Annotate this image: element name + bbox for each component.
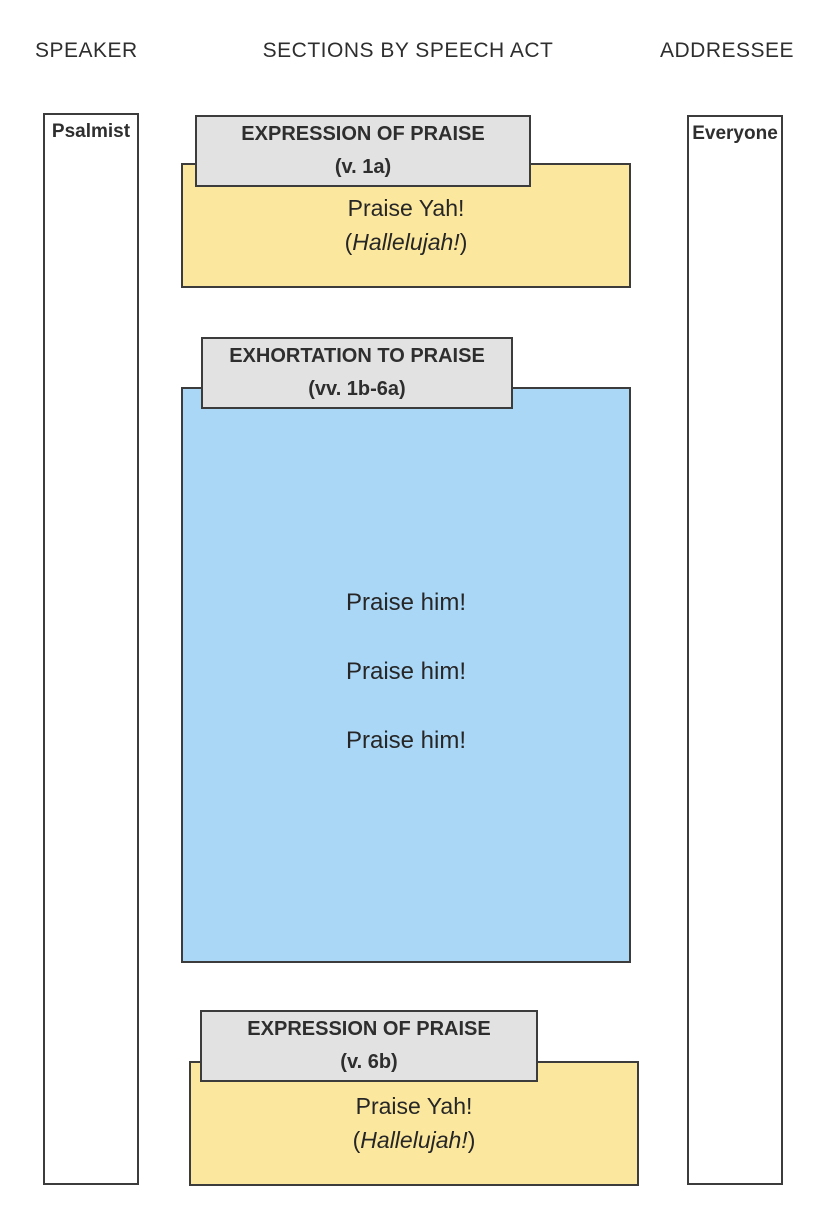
hallelujah-line: (Hallelujah!)	[352, 1127, 476, 1153]
section-title-expression-of-praise-1a: EXPRESSION OF PRAISE (v. 1a)	[195, 115, 531, 187]
sections-header: SECTIONS BY SPEECH ACT	[262, 39, 554, 62]
section-title-verse: (vv. 1b-6a)	[308, 378, 406, 400]
speaker-column-label: Psalmist	[51, 121, 131, 142]
praise-him-line: Praise him!	[345, 658, 467, 685]
addressee-column: Everyone	[687, 115, 783, 1185]
section-title-line: EXHORTATION TO PRAISE	[229, 345, 485, 367]
praise-him-line: Praise him!	[345, 589, 467, 616]
praise-him-stack: Praise him! Praise him! Praise him!	[183, 590, 629, 753]
speaker-header: SPEAKER	[35, 39, 138, 62]
section-title-exhortation-to-praise: EXHORTATION TO PRAISE (vv. 1b-6a)	[201, 337, 513, 409]
section-title-expression-of-praise-6b: EXPRESSION OF PRAISE (v. 6b)	[200, 1010, 538, 1082]
section-body-exhortation-to-praise: Praise him! Praise him! Praise him!	[181, 387, 631, 963]
section-title-line: EXPRESSION OF PRAISE	[247, 1018, 491, 1040]
praise-yah-line: Praise Yah!	[355, 1093, 473, 1119]
hallelujah-line: (Hallelujah!)	[344, 229, 468, 255]
speaker-column: Psalmist	[43, 113, 139, 1185]
section-title-verse: (v. 6b)	[340, 1051, 398, 1073]
praise-him-line: Praise him!	[345, 727, 467, 754]
addressee-column-label: Everyone	[692, 123, 778, 144]
section-title-verse: (v. 1a)	[334, 156, 392, 178]
addressee-header: ADDRESSEE	[659, 39, 795, 62]
section-title-line: EXPRESSION OF PRAISE	[241, 123, 485, 145]
praise-yah-text: Praise Yah! (Hallelujah!)	[191, 1089, 637, 1157]
praise-yah-line: Praise Yah!	[347, 195, 465, 221]
praise-yah-text: Praise Yah! (Hallelujah!)	[183, 191, 629, 259]
